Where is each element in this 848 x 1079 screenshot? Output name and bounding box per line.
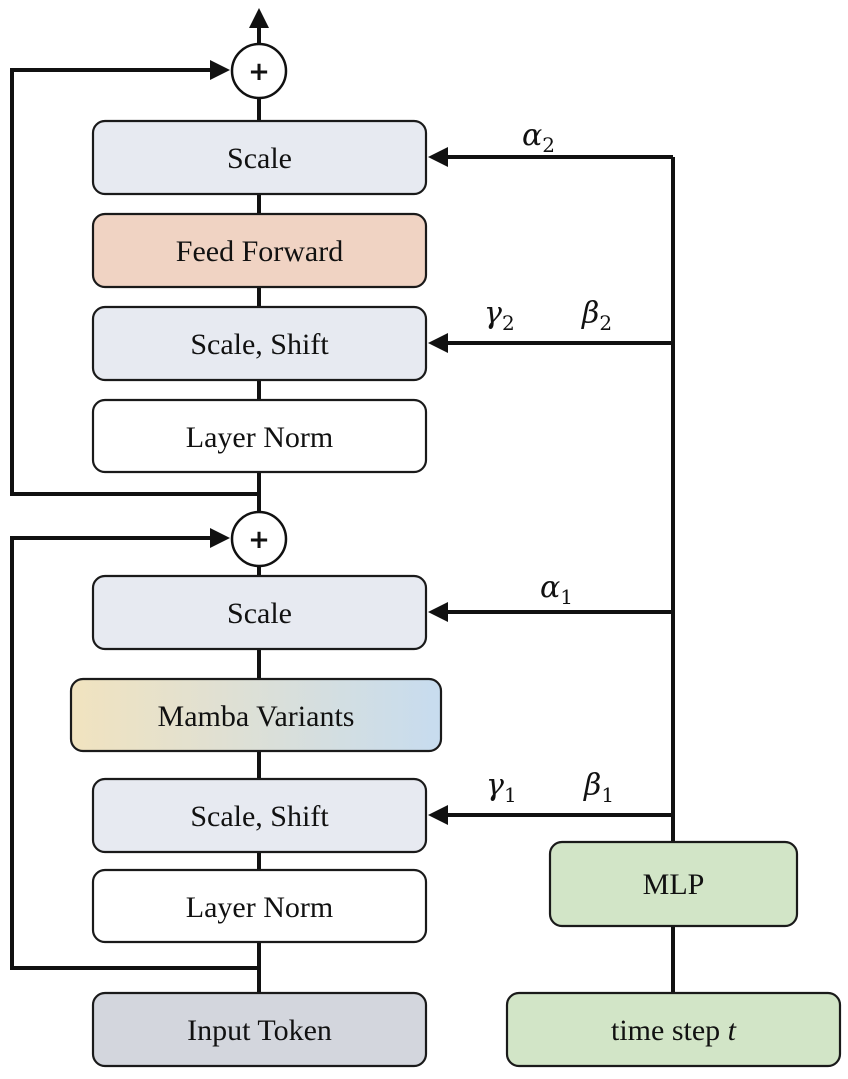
lower-layer-norm-block: Layer Norm	[91, 868, 428, 944]
input-token-label: Input Token	[187, 1014, 332, 1047]
lower-plus-icon: +	[248, 525, 270, 555]
upper-scale-label: Scale	[227, 142, 292, 175]
upper-residual-skip	[10, 60, 259, 496]
beta1-label: β1	[583, 768, 614, 807]
upper-layer-norm-block: Layer Norm	[91, 398, 428, 474]
upper-scale-shift-label: Scale, Shift	[190, 328, 329, 361]
lower-scale-shift-block: Scale, Shift	[91, 777, 428, 854]
mlp-block: MLP	[548, 840, 799, 928]
upper-plus-icon: +	[248, 57, 270, 87]
gamma1-label: γ1	[486, 768, 517, 807]
time-step-block: time step t	[505, 991, 842, 1068]
alpha2-label: α2	[522, 118, 555, 157]
lower-residual-skip	[10, 528, 259, 970]
upper-scale-shift-block: Scale, Shift	[91, 305, 428, 382]
input-token-block: Input Token	[91, 991, 428, 1068]
lower-sum-node: +	[230, 510, 288, 568]
upper-layer-norm-label: Layer Norm	[186, 421, 333, 454]
mamba-variants-block: Mamba Variants	[69, 677, 443, 753]
time-step-variable: t	[728, 1014, 737, 1047]
alpha1-label: α1	[540, 570, 573, 609]
lower-scale-label: Scale	[227, 597, 292, 630]
lower-scale-shift-label: Scale, Shift	[190, 800, 329, 833]
mamba-variants-label: Mamba Variants	[158, 700, 355, 733]
beta2-label: β2	[581, 296, 612, 335]
upper-sum-node: +	[230, 42, 288, 100]
lower-layer-norm-label: Layer Norm	[186, 891, 333, 924]
gamma2-label: γ2	[484, 296, 515, 335]
mlp-label: MLP	[643, 868, 705, 901]
time-step-text: time step	[611, 1014, 728, 1047]
feed-forward-block: Feed Forward	[91, 212, 428, 289]
feed-forward-label: Feed Forward	[176, 235, 343, 268]
upper-scale-block: Scale	[91, 119, 428, 196]
time-step-label: time step t	[611, 1014, 737, 1047]
lower-scale-block: Scale	[91, 574, 428, 651]
